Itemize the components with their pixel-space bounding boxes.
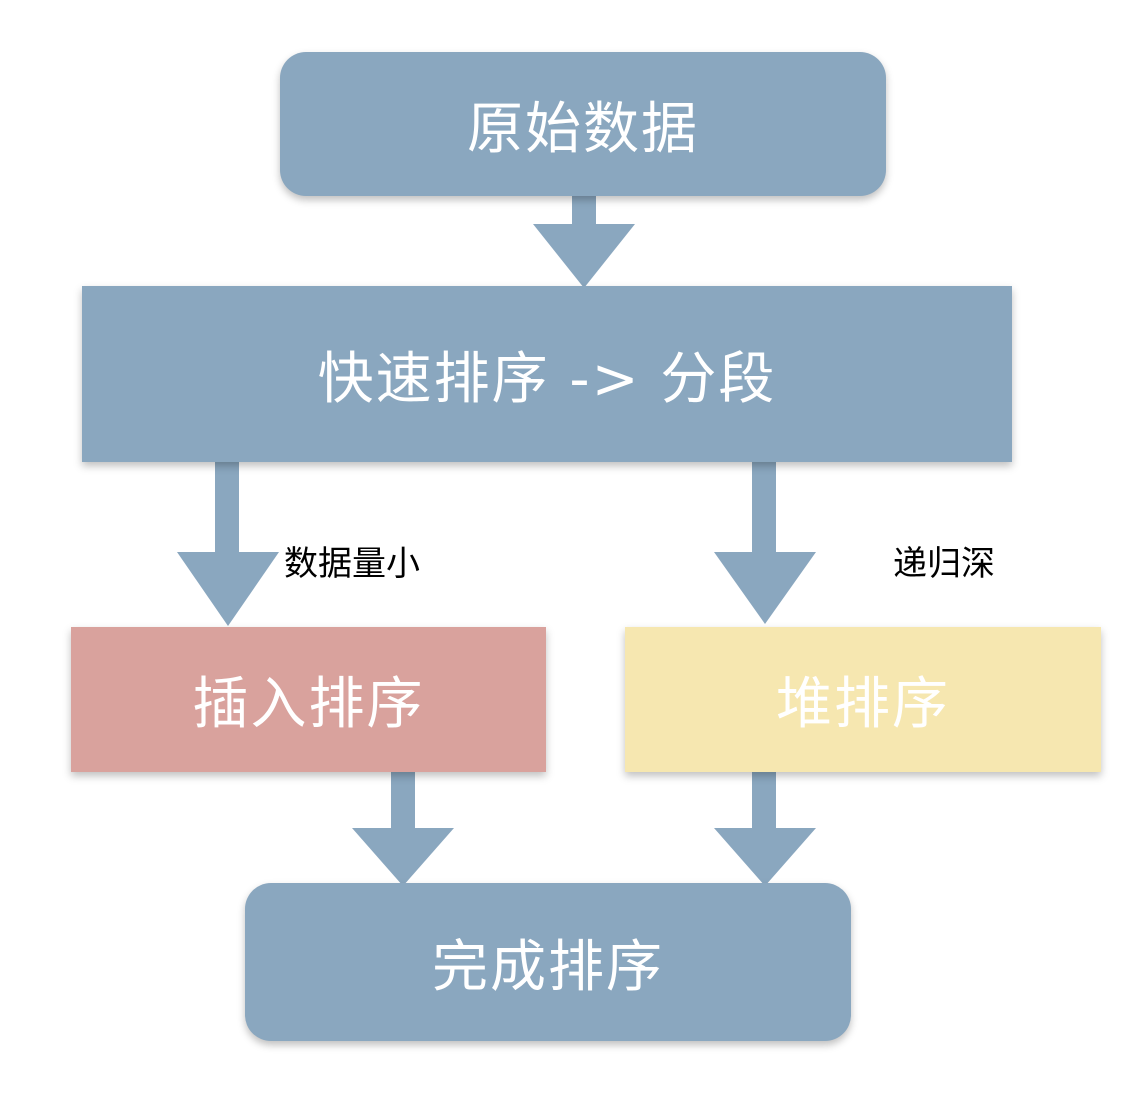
node-raw-data: 原始数据	[280, 52, 886, 196]
node-insertion-sort-label: 插入排序	[192, 672, 425, 737]
node-raw-data-label: 原始数据	[467, 96, 699, 162]
node-sort-complete-label: 完成排序	[432, 934, 664, 1000]
arrow-quicksort-to-heap	[714, 462, 816, 624]
arrow-insertion-to-complete	[352, 772, 454, 886]
arrow-raw-to-quicksort	[533, 196, 635, 288]
edge-label-deep-recursion: 递归深	[893, 544, 995, 584]
node-insertion-sort: 插入排序	[71, 627, 546, 772]
node-sort-complete: 完成排序	[245, 883, 851, 1041]
node-heap-sort-label: 堆排序	[776, 672, 950, 737]
edge-label-small-data: 数据量小	[284, 544, 420, 584]
arrow-quicksort-to-insertion	[177, 462, 279, 626]
arrow-heap-to-complete	[714, 772, 816, 886]
node-heap-sort: 堆排序	[625, 627, 1101, 772]
node-quicksort-partition: 快速排序 -> 分段	[82, 286, 1012, 462]
node-quicksort-partition-label: 快速排序 -> 分段	[317, 346, 777, 412]
